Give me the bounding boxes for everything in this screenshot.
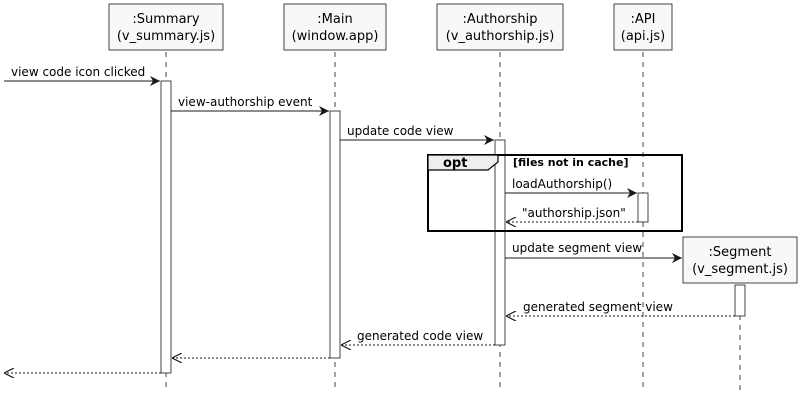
message-label: update code view [347,124,454,138]
activation-summary [160,80,172,374]
participant-main: :Main (window.app) [283,3,387,51]
message-update-segment-view: update segment view [505,241,682,263]
opt-fragment: opt [files not in cache] [427,154,683,232]
message-label: view-authorship event [178,95,313,109]
message-label: "authorship.json" [522,206,626,220]
message-label: generated code view [357,329,483,343]
opt-operator: opt [443,156,467,171]
activation-main [329,110,341,359]
message-label: view code icon clicked [11,65,145,79]
message-load-authorship: loadAuthorship() [505,177,637,198]
activation-api [637,192,649,223]
participant-main-name: :Main [317,12,352,27]
message-generated-segment-view-return: generated segment view [506,300,735,316]
participant-api-name: :API [631,12,656,27]
message-view-code-icon-clicked: view code icon clicked [4,65,160,86]
message-generated-code-view-return: generated code view [341,329,495,345]
participant-authorship-file: (v_authorship.js) [446,29,555,44]
message-view-authorship-event: view-authorship event [171,95,329,116]
message-authorship-json-return: "authorship.json" [506,206,638,222]
participant-segment-name: :Segment [709,245,772,260]
participant-api-file: (api.js) [621,29,666,44]
participant-segment: :Segment (v_segment.js) [682,236,798,284]
participant-summary-name: :Summary [132,12,200,27]
participant-segment-file: (v_segment.js) [692,262,788,277]
message-label: loadAuthorship() [512,177,612,191]
message-update-code-view: update code view [340,124,494,145]
activation-authorship [494,139,506,346]
participant-summary-file: (v_summary.js) [117,29,215,44]
participant-summary: :Summary (v_summary.js) [108,3,224,51]
opt-tab [427,154,499,171]
opt-guard: [files not in cache] [513,156,628,169]
message-label: generated segment view [523,300,673,314]
activation-segment [734,284,746,317]
opt-frame [427,154,683,232]
participant-authorship: :Authorship (v_authorship.js) [436,3,564,51]
participant-authorship-name: :Authorship [462,12,537,27]
participant-main-file: (window.app) [292,29,379,44]
participant-api: :API (api.js) [613,3,673,51]
message-label: update segment view [512,241,642,255]
